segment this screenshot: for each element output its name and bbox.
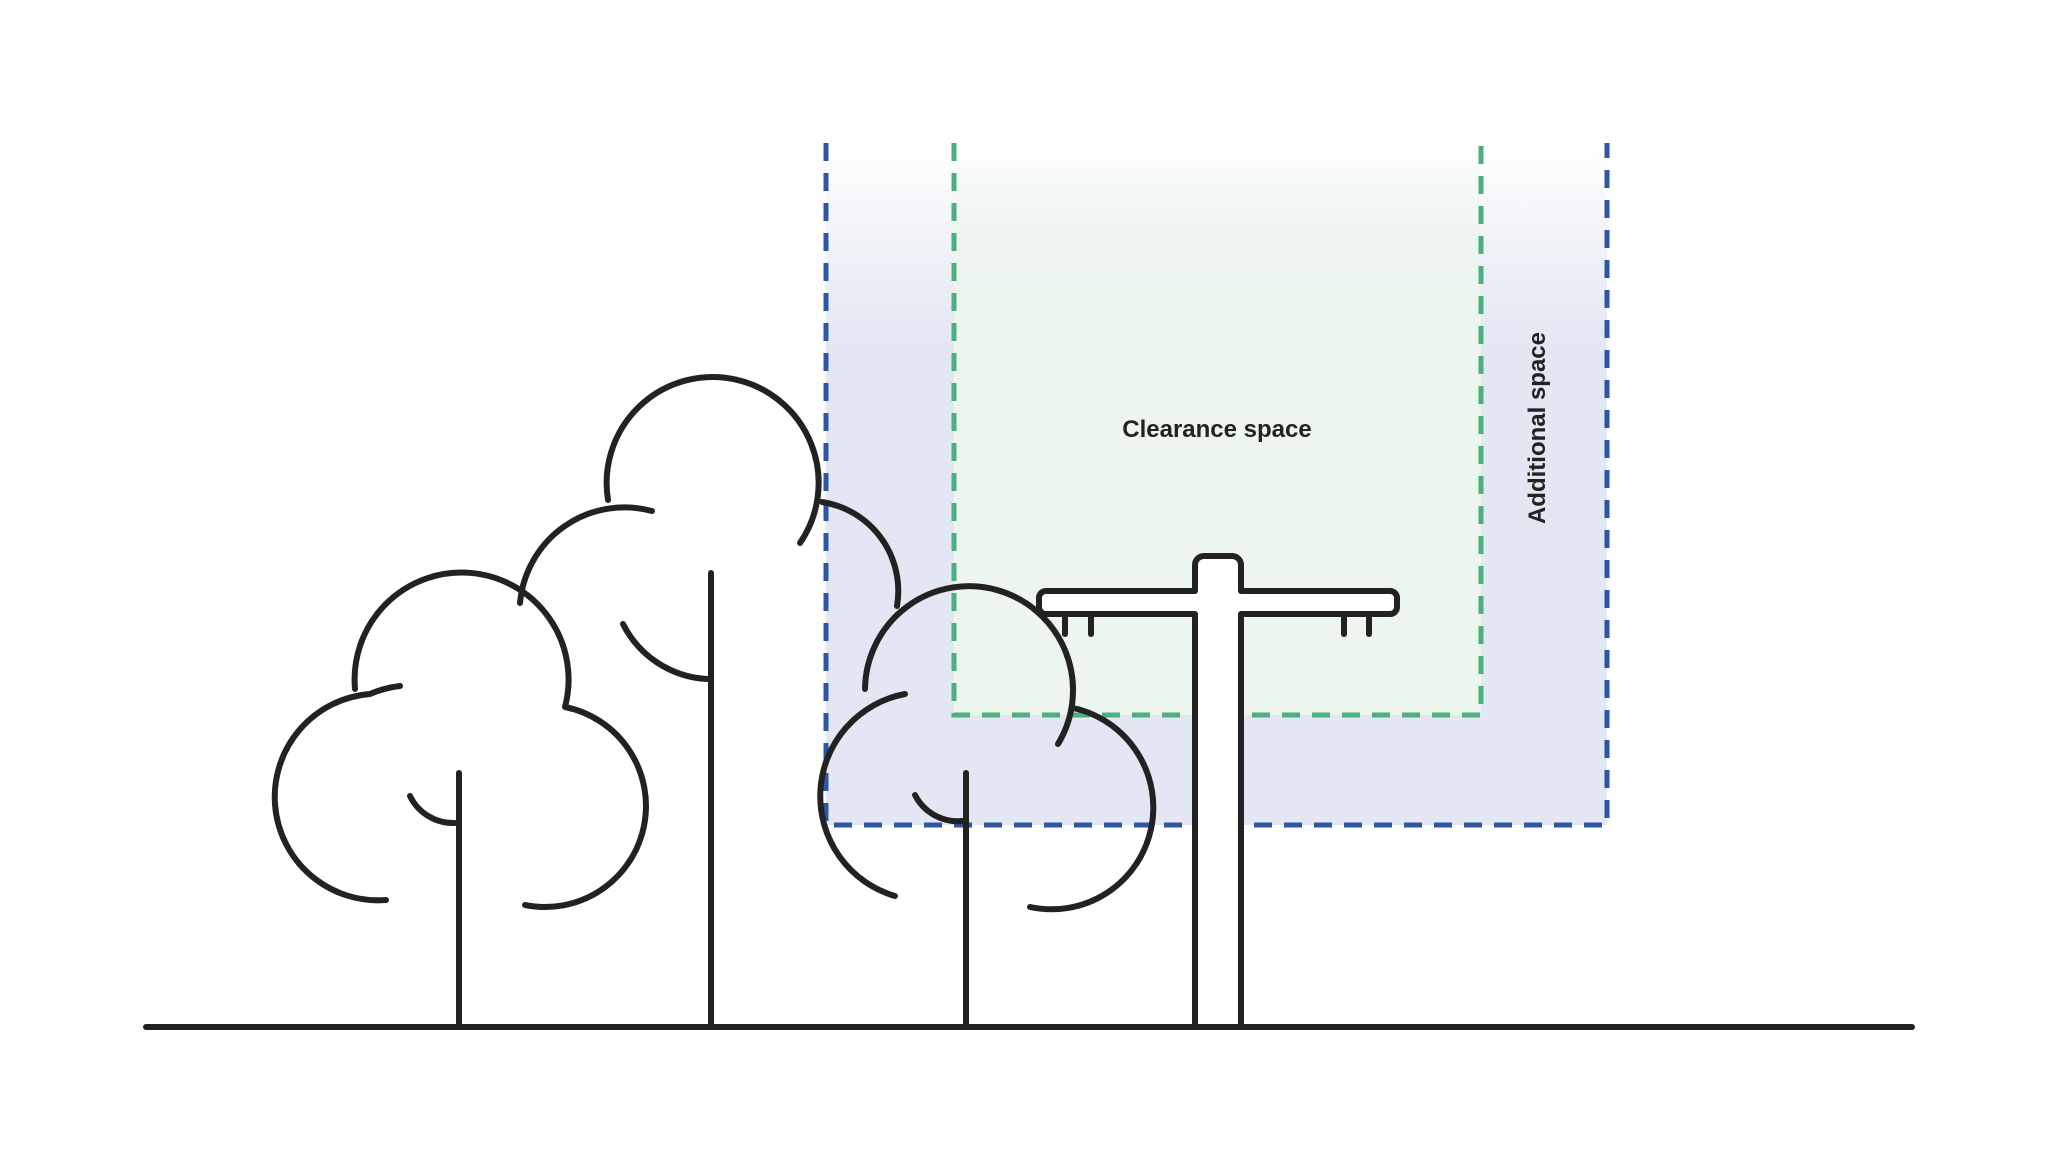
tree-left (271, 569, 649, 1030)
tree-left-crown (271, 569, 649, 910)
additional-space-border (823, 143, 1610, 828)
power-pole-body (1036, 553, 1400, 1027)
tree-right (817, 583, 1157, 1030)
tree-middle (517, 374, 902, 1030)
power-pole (1036, 553, 1400, 1027)
tree-middle-crown (517, 374, 902, 682)
clearance-space-border (951, 143, 1484, 718)
clearance-space-label: Clearance space (1122, 416, 1311, 443)
tree-right-crown (817, 583, 1157, 913)
additional-space-label: Additional space (1524, 332, 1551, 524)
